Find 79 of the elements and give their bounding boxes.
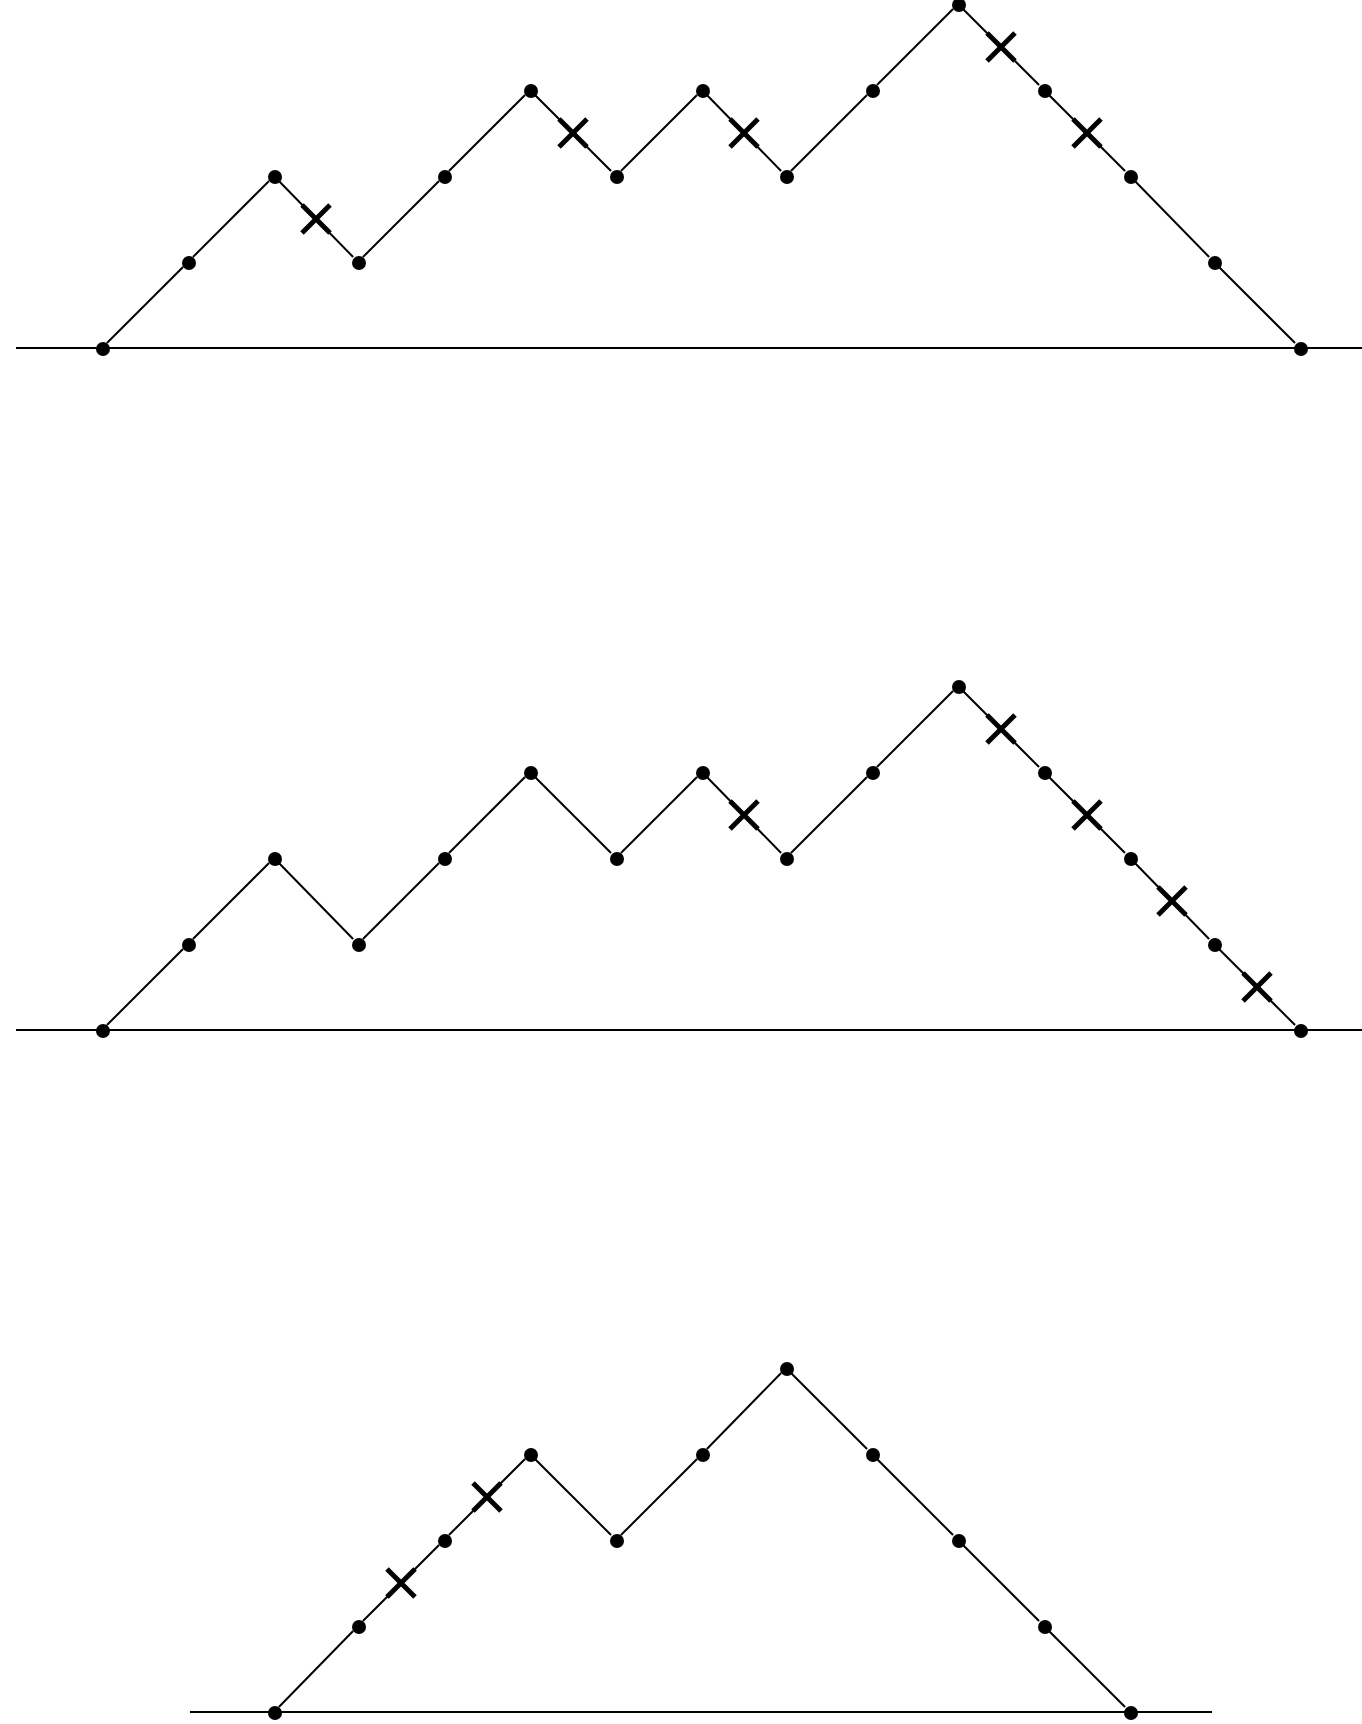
path-step — [1133, 862, 1211, 940]
path-step — [705, 1372, 783, 1450]
path-step — [533, 93, 613, 173]
lattice-point — [865, 765, 879, 779]
path-step — [277, 1630, 355, 1708]
path-step — [619, 775, 699, 855]
path-step — [361, 1543, 441, 1623]
lattice-point — [779, 169, 793, 183]
lattice-point — [95, 1023, 109, 1037]
path-step — [1217, 947, 1297, 1027]
lattice-point — [1293, 1023, 1307, 1037]
path-step — [705, 776, 783, 854]
lattice-point — [865, 83, 879, 97]
lattice-point — [951, 0, 965, 11]
path-step — [361, 179, 441, 259]
lattice-point — [695, 1447, 709, 1461]
lattice-point — [1293, 341, 1307, 355]
lattice-point — [1037, 765, 1051, 779]
lattice-point — [1037, 1619, 1051, 1633]
lattice-point — [1123, 1705, 1137, 1719]
path-step — [1047, 1629, 1127, 1709]
lattice-point — [1207, 937, 1221, 951]
path-step — [789, 1371, 869, 1451]
lattice-point — [609, 169, 623, 183]
lattice-point — [865, 1447, 879, 1461]
path-step — [191, 861, 271, 941]
lattice-point — [695, 765, 709, 779]
path-step — [961, 1543, 1041, 1623]
lattice-point — [437, 1533, 451, 1547]
lattice-point — [351, 937, 365, 951]
path-step — [1133, 180, 1211, 258]
lattice-point — [181, 937, 195, 951]
path-step — [533, 775, 613, 855]
path-step — [961, 7, 1041, 87]
path-step — [875, 7, 955, 87]
path-step — [875, 1457, 955, 1537]
lattice-point — [1123, 851, 1137, 865]
lattice-point — [779, 851, 793, 865]
lattice-point — [523, 1447, 537, 1461]
path-step — [705, 94, 783, 172]
lattice-point — [1123, 169, 1137, 183]
lattice-point — [609, 1533, 623, 1547]
path-step — [447, 1457, 527, 1537]
lattice-point — [951, 1533, 965, 1547]
lattice-point — [951, 679, 965, 693]
lattice-point — [609, 851, 623, 865]
lattice-point — [1037, 83, 1051, 97]
lattice-point — [267, 1705, 281, 1719]
lattice-point — [437, 851, 451, 865]
path-step — [619, 1457, 699, 1537]
lattice-point — [351, 1619, 365, 1633]
lattice-point — [267, 851, 281, 865]
path-step — [1047, 775, 1127, 855]
lattice-point — [779, 1361, 793, 1375]
path-step — [533, 1457, 613, 1537]
path-step — [105, 947, 185, 1027]
path-step — [447, 775, 527, 855]
lattice-point — [351, 255, 365, 269]
path-step — [1217, 265, 1297, 345]
path-step — [1047, 93, 1127, 173]
lattice-point — [437, 169, 451, 183]
path-step — [789, 93, 869, 173]
lattice-point — [267, 169, 281, 183]
path-step — [105, 265, 185, 345]
lattice-point — [95, 341, 109, 355]
path-step — [447, 93, 527, 173]
path-step — [191, 179, 271, 259]
path-step — [789, 775, 869, 855]
path-step — [277, 862, 355, 940]
lattice-point — [523, 83, 537, 97]
lattice-point — [181, 255, 195, 269]
path-step — [277, 180, 355, 258]
lattice-point — [1207, 255, 1221, 269]
path-step — [361, 861, 441, 941]
path-step — [875, 689, 955, 769]
lattice-point — [695, 83, 709, 97]
lattice-point — [523, 765, 537, 779]
path-step — [961, 689, 1041, 769]
path-step — [619, 93, 699, 173]
